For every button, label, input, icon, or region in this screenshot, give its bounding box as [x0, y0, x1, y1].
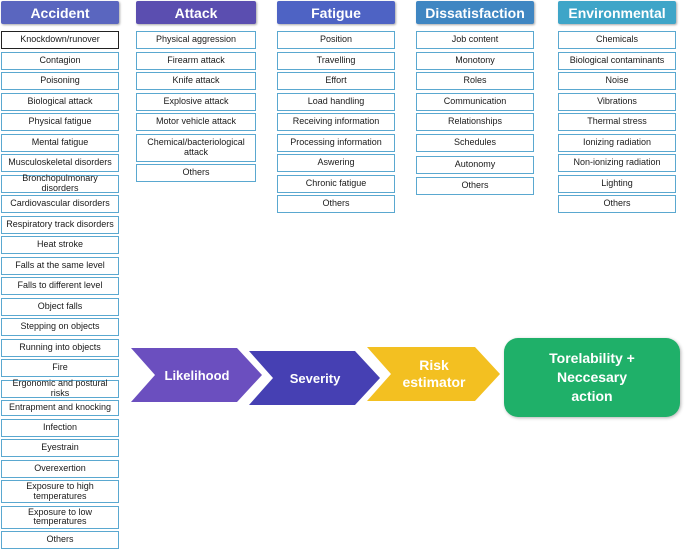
- accident-item: Knockdown/runover: [1, 31, 119, 49]
- likelihood-label: Likelihood: [155, 348, 239, 402]
- accident-item: Object falls: [1, 297, 119, 316]
- accident-item: Falls to different level: [1, 277, 119, 295]
- dissatisfaction-item: Relationships: [416, 113, 534, 131]
- accident-item: Others: [1, 531, 119, 549]
- accident-item: Contagion: [1, 51, 119, 70]
- environmental-item: Lighting: [558, 174, 676, 193]
- environmental-item: Thermal stress: [558, 113, 676, 131]
- attack-header: Attack: [136, 1, 256, 24]
- severity-arrow: [249, 351, 380, 405]
- fatigue-item: Load handling: [277, 92, 395, 111]
- dissatisfaction-item: Autonomy: [416, 155, 534, 174]
- dissatisfaction-item: Communication: [416, 92, 534, 111]
- accident-item: Heat stroke: [1, 236, 119, 254]
- attack-item: Explosive attack: [136, 92, 256, 111]
- final-line-1: Torelability +: [549, 350, 635, 367]
- environmental-item: Ionizing radiation: [558, 133, 676, 152]
- fatigue-item: Travelling: [277, 51, 395, 70]
- accident-item: Fire: [1, 359, 119, 377]
- fatigue-item: Processing information: [277, 133, 395, 152]
- accident-item: Respiratory track disorders: [1, 215, 119, 234]
- risk-estimator-label: Risk estimator: [391, 347, 477, 401]
- environmental-item: Noise: [558, 72, 676, 90]
- dissatisfaction-header: Dissatisfaction: [416, 1, 534, 24]
- fatigue-item: Effort: [277, 72, 395, 90]
- fatigue-item: Chronic fatigue: [277, 174, 395, 193]
- accident-item: Infection: [1, 418, 119, 437]
- accident-item: Exposure to high temperatures: [1, 480, 119, 503]
- attack-item: Motor vehicle attack: [136, 113, 256, 131]
- attack-item: Firearm attack: [136, 51, 256, 70]
- attack-item: Knife attack: [136, 72, 256, 90]
- likelihood-text: Likelihood: [164, 367, 230, 383]
- accident-item: Poisoning: [1, 72, 119, 90]
- dissatisfaction-item: Monotony: [416, 51, 534, 70]
- estimator-text: estimator: [402, 374, 466, 390]
- attack-item: Others: [136, 164, 256, 182]
- accident-item: Falls at the same level: [1, 256, 119, 275]
- environmental-header: Environmental: [558, 1, 676, 24]
- severity-text: Severity: [289, 370, 341, 386]
- accident-item: Cardiovascular disorders: [1, 195, 119, 213]
- accident-item: Mental fatigue: [1, 133, 119, 152]
- environmental-item: Others: [558, 195, 676, 213]
- environmental-item: Chemicals: [558, 31, 676, 49]
- environmental-item: Biological contaminants: [558, 51, 676, 70]
- tolerability-action-box: Torelability + Neccesary action: [504, 338, 680, 417]
- fatigue-item: Others: [277, 195, 395, 213]
- accident-item: Eyestrain: [1, 439, 119, 457]
- final-line-2: Neccesary: [556, 369, 628, 386]
- environmental-item: Non-ionizing radiation: [558, 154, 676, 172]
- fatigue-item: Aswering: [277, 154, 395, 172]
- accident-item: Biological attack: [1, 92, 119, 111]
- fatigue-item: Position: [277, 31, 395, 49]
- accident-header: Accident: [1, 1, 119, 24]
- dissatisfaction-item: Others: [416, 176, 534, 195]
- accident-item: Entrapment and knocking: [1, 400, 119, 416]
- environmental-item: Vibrations: [558, 92, 676, 111]
- accident-item: Bronchopulmonary disorders: [1, 173, 119, 193]
- accident-item: Physical fatigue: [1, 113, 119, 131]
- accident-item: Overexertion: [1, 459, 119, 478]
- attack-item: Chemical/bacteriological attack: [136, 133, 256, 162]
- accident-item: Running into objects: [1, 338, 119, 357]
- accident-item: Musculoskeletal disorders: [1, 154, 119, 172]
- fatigue-header: Fatigue: [277, 1, 395, 24]
- accident-item: Ergonomic and postural risks: [1, 378, 119, 398]
- fatigue-item: Receiving information: [277, 113, 395, 131]
- dissatisfaction-item: Job content: [416, 31, 534, 49]
- risk-text: Risk: [419, 357, 449, 374]
- accident-item: Stepping on objects: [1, 318, 119, 336]
- dissatisfaction-item: Schedules: [416, 133, 534, 152]
- severity-label: Severity: [273, 351, 357, 405]
- dissatisfaction-item: Roles: [416, 72, 534, 90]
- final-line-3: action: [571, 387, 613, 404]
- attack-item: Physical aggression: [136, 31, 256, 49]
- risk-estimator-arrow: [367, 347, 500, 401]
- accident-item: Exposure to low temperatures: [1, 505, 119, 529]
- likelihood-arrow: [131, 348, 262, 402]
